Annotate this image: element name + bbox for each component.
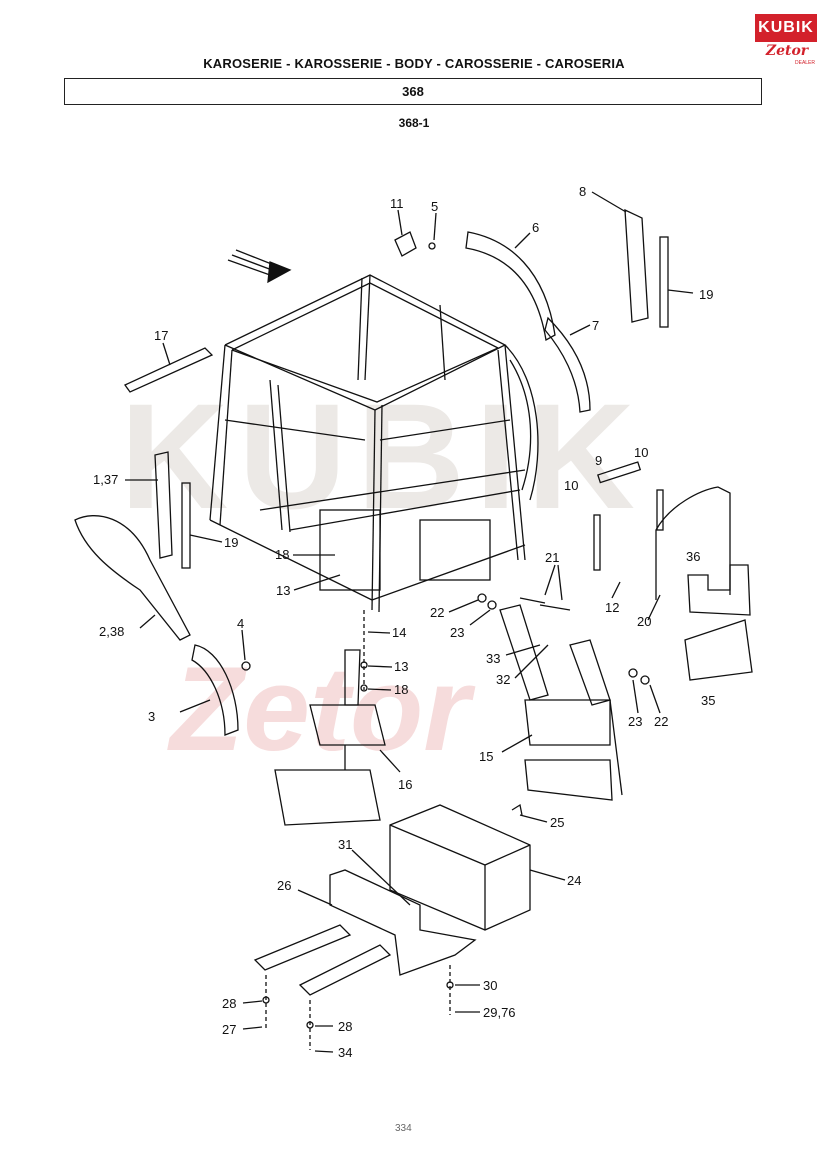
logo-zetor-text: Zetor	[765, 43, 809, 59]
callout: 23	[450, 625, 464, 640]
part-16-lower-step	[274, 769, 381, 826]
callout: 19	[699, 287, 713, 302]
part-17	[124, 347, 214, 393]
callout: 24	[567, 873, 581, 888]
callout: 36	[686, 549, 700, 564]
part-1-37	[154, 451, 173, 559]
part-11	[394, 231, 417, 257]
callout: 20	[637, 614, 651, 629]
callout: 30	[483, 978, 497, 993]
callout: 7	[592, 318, 599, 333]
logo-kubik-text: KUBIK	[755, 14, 817, 42]
callout: 22	[430, 605, 444, 620]
callout: 14	[392, 625, 406, 640]
callout: 10	[564, 478, 578, 493]
part-10-right	[656, 489, 664, 531]
page-number: 334	[395, 1123, 412, 1134]
callout: 22	[654, 714, 668, 729]
part-16-upper-step	[309, 704, 386, 746]
part-7	[544, 316, 591, 413]
callout: 34	[338, 1045, 352, 1060]
direction-arrow-icon	[227, 249, 292, 284]
part-20	[655, 486, 731, 600]
part-8	[624, 208, 649, 323]
callout: 9	[595, 453, 602, 468]
part-9	[597, 461, 642, 484]
callout: 4	[237, 616, 244, 631]
part-35	[684, 619, 753, 681]
callout: 32	[496, 672, 510, 687]
callout: 3	[148, 709, 155, 724]
part-24	[389, 804, 531, 931]
callout: 13	[394, 659, 408, 674]
callout: 28	[338, 1019, 352, 1034]
callout: 33	[486, 651, 500, 666]
callout: 11	[390, 196, 404, 211]
part-15-lower-step	[524, 759, 613, 801]
logo-tag: DEALER	[795, 60, 816, 66]
callout: 15	[479, 749, 493, 764]
part-19-right	[659, 236, 669, 328]
callout: 35	[701, 693, 715, 708]
part-6	[465, 231, 556, 342]
part-2-38	[74, 515, 191, 641]
callout: 27	[222, 1022, 236, 1037]
part-36	[687, 564, 751, 616]
section-number: 368	[64, 78, 762, 105]
callout: 31	[338, 837, 352, 852]
callout: 16	[398, 777, 412, 792]
callout: 29,76	[483, 1005, 516, 1020]
callout: 26	[277, 878, 291, 893]
part-15-upper-step	[524, 699, 611, 746]
part-25	[511, 803, 523, 816]
callout: 28	[222, 996, 236, 1011]
callout: 5	[431, 199, 438, 214]
callout: 18	[275, 547, 289, 562]
part-3	[191, 644, 239, 736]
callout: 1,37	[93, 472, 118, 487]
part-19-left	[181, 482, 191, 569]
cab-frame	[209, 274, 539, 613]
page-title: KAROSERIE - KAROSSERIE - BODY - CAROSSER…	[203, 56, 625, 71]
callout: 10	[634, 445, 648, 460]
subsection-number: 368-1	[398, 116, 430, 130]
callout: 6	[532, 220, 539, 235]
part-26	[329, 869, 477, 976]
part-15-arm-right	[569, 639, 611, 706]
kubik-zetor-logo: KUBIK Zetor DEALER	[755, 14, 817, 66]
callout: 23	[628, 714, 642, 729]
callout: 19	[224, 535, 238, 550]
callout: 2,38	[99, 624, 124, 639]
callout: 25	[550, 815, 564, 830]
callout: 18	[394, 682, 408, 697]
callout: 13	[276, 583, 290, 598]
callout: 21	[545, 550, 559, 565]
callout: 12	[605, 600, 619, 615]
callout: 8	[579, 184, 586, 199]
part-10-left	[593, 514, 601, 571]
part-15-arm-left	[499, 604, 549, 701]
callout: 17	[154, 328, 168, 343]
callout-labels: 11 5 6 8 19 7 17 10 9 1,37 10 19 18 21 3…	[93, 184, 715, 1060]
